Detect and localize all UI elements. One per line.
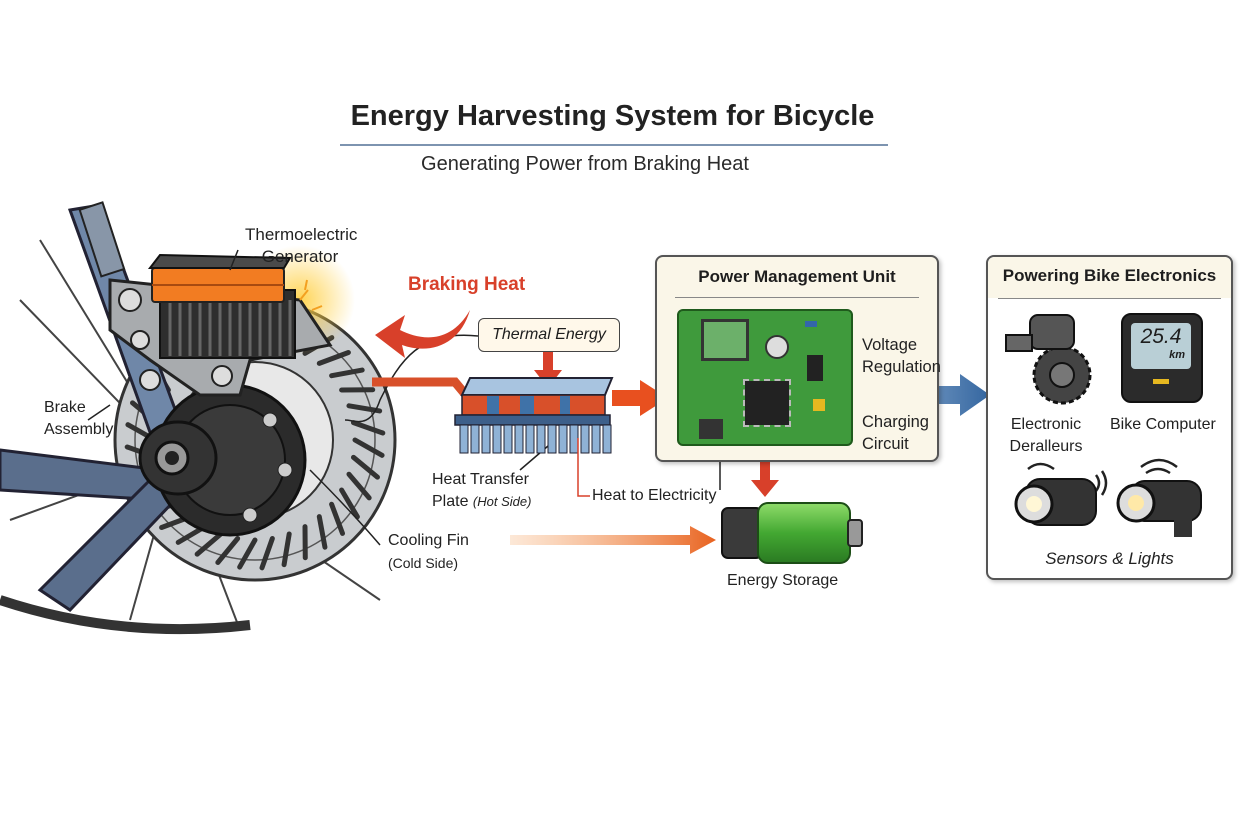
electronics-title: Powering Bike Electronics <box>1002 266 1217 285</box>
pcb-microcontroller <box>743 379 791 427</box>
battery <box>721 502 863 564</box>
plate-label-line2: Plate <box>432 493 469 510</box>
bike-computer-icon: 25.4 km <box>1121 313 1203 403</box>
plate-fin <box>580 424 590 454</box>
cooling-fin-label: Cooling Fin (Cold Side) <box>388 530 469 574</box>
plate-fin <box>602 424 612 454</box>
disc-slot <box>281 531 292 568</box>
heat-to-electricity-label: Heat to Electricity <box>592 487 717 504</box>
plate-fin <box>536 424 546 454</box>
pmu-divider <box>675 297 919 298</box>
plate-label-line1: Heat Transfer <box>432 471 529 488</box>
computer-button[interactable] <box>1153 379 1169 384</box>
arrow-to-pmu <box>612 380 668 416</box>
disc-slot <box>352 437 385 458</box>
plate-fin <box>470 424 480 454</box>
pcb-component <box>805 321 817 327</box>
disc-slot <box>316 514 328 550</box>
bike-computer-screen: 25.4 km <box>1131 323 1191 369</box>
derailleur-line2: Deralleurs <box>1009 438 1083 455</box>
plate-fin <box>481 424 491 454</box>
disc-slot <box>316 350 351 366</box>
teg-label-line2: Generator <box>261 247 339 266</box>
plate-hot-side: (Hot Side) <box>472 494 532 509</box>
pcb-connector <box>699 419 723 439</box>
page-subtitle: Generating Power from Braking Heat <box>421 153 749 175</box>
arrow-pmu-to-storage <box>751 462 779 497</box>
arrow-to-storage <box>510 526 716 554</box>
bike-computer-label: Bike Computer <box>1110 416 1216 433</box>
brake-label-line2: Assembly <box>44 421 114 438</box>
plate-fin <box>492 424 502 454</box>
charging-line1: Charging <box>862 413 929 431</box>
disc-slot <box>259 535 275 571</box>
thermoelectric-generator <box>147 249 323 311</box>
disc-slot <box>346 403 383 414</box>
plate-fin <box>569 424 579 454</box>
electronics-divider <box>998 298 1221 299</box>
voltage-line2: Regulation <box>862 358 941 376</box>
pcb-display-chip <box>701 319 749 361</box>
brake-label-line1: Brake <box>44 399 86 416</box>
teg-label-line1: Thermoelectric <box>245 225 358 244</box>
title-divider <box>340 144 888 146</box>
plate-fin <box>459 424 469 454</box>
pcb-capacitor <box>765 335 789 359</box>
heat-transfer-plate-label: Heat Transfer Plate (Hot Side) <box>432 469 531 513</box>
derailleur-label: Electronic Deralleurs <box>1006 414 1086 458</box>
charging-line2: Circuit <box>862 435 909 453</box>
cooling-label-line1: Cooling Fin <box>388 532 469 549</box>
disc-slot <box>346 471 372 501</box>
pmu-title: Power Management Unit <box>698 267 896 286</box>
disc-slot <box>329 367 365 379</box>
plate-fin <box>525 424 535 454</box>
pcb-board <box>677 309 853 446</box>
bike-electronics-panel: Powering Bike Electronics Electronic Der… <box>986 255 1233 580</box>
disc-slot <box>339 487 360 520</box>
voltage-regulation-label: Voltage Regulation <box>862 334 941 378</box>
hub <box>138 383 307 537</box>
charging-circuit-label: Charging Circuit <box>862 411 929 455</box>
plate-fin <box>547 424 557 454</box>
thermal-energy-box: Thermal Energy <box>478 318 620 352</box>
power-management-unit-panel: Power Management Unit Voltage Regulation… <box>655 255 941 462</box>
voltage-line1: Voltage <box>862 336 918 354</box>
braking-heat-arrow <box>375 310 470 358</box>
lights-icon <box>1014 458 1202 537</box>
disc-slot <box>237 537 258 570</box>
braking-heat-label: Braking Heat <box>408 274 526 295</box>
brake-assembly-label: Brake Assembly <box>44 397 113 441</box>
heat-to-electricity-line <box>577 438 590 497</box>
cooling-label-line2: (Cold Side) <box>388 555 459 571</box>
electronics-header: Powering Bike Electronics <box>988 257 1231 298</box>
disc-slot <box>350 454 380 480</box>
disc-slot <box>350 420 386 436</box>
computer-reading: 25.4 <box>1140 325 1182 348</box>
disc-slot <box>329 501 345 536</box>
heat-transfer-plate <box>454 377 614 454</box>
plate-fin <box>558 424 568 454</box>
plate-fin <box>514 424 524 454</box>
computer-unit: km <box>1169 349 1185 361</box>
pcb-regulator-chip <box>807 355 823 381</box>
pcb-component <box>813 399 825 411</box>
page-title: Energy Harvesting System for Bicycle <box>350 100 875 132</box>
energy-storage-label: Energy Storage <box>727 572 839 589</box>
plate-fin <box>591 424 601 454</box>
disc-slot <box>215 535 241 565</box>
sensors-lights-label: Sensors & Lights <box>1045 549 1174 568</box>
derailleur-line1: Electronic <box>1010 416 1082 433</box>
plate-fin <box>503 424 513 454</box>
disc-slot <box>194 531 224 557</box>
derailleur-icon <box>1005 314 1092 405</box>
teg-label: Thermoelectric Generator <box>245 224 358 268</box>
